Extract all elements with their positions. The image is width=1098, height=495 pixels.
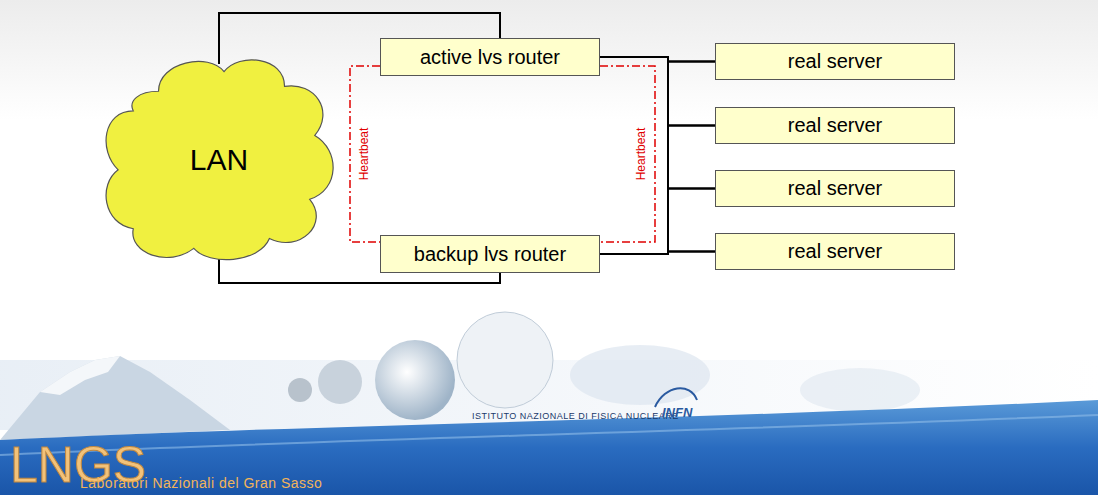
network-cloud: LAN [98, 52, 340, 268]
server-box: real server [715, 170, 955, 207]
institute-name: ISTITUTO NAZIONALE DI FISICA NUCLEARE [472, 411, 679, 421]
heartbeat-link [350, 66, 380, 242]
box-label: backup lvs router [414, 243, 566, 266]
planet [375, 340, 455, 420]
network-link [600, 252, 715, 255]
network-link [600, 57, 715, 252]
network-link [600, 57, 715, 126]
network-link [600, 57, 715, 189]
box-label: real server [788, 50, 882, 73]
network-link [600, 62, 715, 255]
cloud-label: LAN [190, 143, 248, 177]
box-label: real server [788, 177, 882, 200]
network-link [600, 126, 715, 255]
galaxy [800, 368, 920, 412]
galaxy [570, 345, 710, 405]
lab-name: Laboratori Nazionali del Gran Sasso [80, 475, 322, 491]
box-label: real server [788, 114, 882, 137]
router-box: active lvs router [380, 38, 600, 76]
mountain-snow [40, 356, 120, 395]
planet [288, 378, 312, 402]
edge-label: Heartbeat [634, 126, 648, 183]
server-box: real server [715, 107, 955, 144]
planet [318, 360, 362, 404]
blue-band [0, 400, 1098, 495]
network-link [600, 189, 715, 255]
planet [457, 312, 553, 408]
server-box: real server [715, 43, 955, 80]
institute-logo: INFN [662, 405, 692, 420]
router-box: backup lvs router [380, 235, 600, 273]
box-label: active lvs router [420, 46, 560, 69]
edge-label: Heartbeat [357, 126, 371, 183]
mountain [0, 356, 230, 440]
cloud-shape [106, 60, 333, 260]
box-label: real server [788, 240, 882, 263]
heartbeat-link [600, 66, 655, 242]
band-highlight [0, 415, 1098, 455]
infn-swoosh [655, 388, 697, 407]
server-box: real server [715, 233, 955, 270]
